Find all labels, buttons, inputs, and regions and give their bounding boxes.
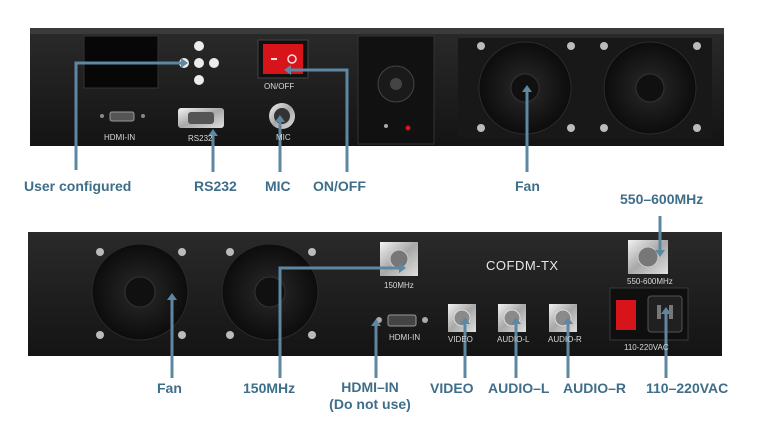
screw-icon	[178, 248, 186, 256]
hdmi-port-icon	[387, 314, 417, 327]
top-chassis-edge	[30, 28, 724, 34]
bottom-fan-right	[221, 243, 319, 341]
right-key-icon	[209, 58, 219, 68]
panel-label-150mhz: 150MHz	[384, 281, 414, 290]
top-fan-left	[458, 38, 592, 138]
screw-icon	[96, 331, 104, 339]
callout-550-600mhz: 550–600MHz	[620, 191, 704, 207]
callout-lines	[74, 61, 668, 378]
arrowhead	[181, 58, 188, 68]
screw-icon	[567, 42, 575, 50]
callout-arrowheads	[167, 58, 671, 326]
audio-l-bnc-icon	[498, 304, 526, 332]
arrowhead	[275, 115, 285, 122]
callout-mic: MIC	[265, 178, 291, 194]
callout-fan-bottom: Fan	[157, 380, 182, 396]
led-red-icon	[405, 125, 411, 131]
screw-icon	[567, 124, 575, 132]
hdmi-port-icon	[109, 111, 135, 122]
panel-label-audio-r: AUDIO-R	[548, 335, 582, 344]
screw-icon	[600, 42, 608, 50]
rs232-socket	[188, 112, 214, 124]
power-switch-icon	[616, 300, 636, 330]
arrowhead	[460, 317, 470, 324]
callout-audio-r: AUDIO–R	[563, 380, 627, 396]
fan-hub	[124, 276, 156, 308]
panel-label-hdmi-in-bottom: HDMI-IN	[389, 333, 421, 342]
callout-150mhz: 150MHz	[243, 380, 296, 396]
callout-hdmi-in: HDMI–IN (Do not use)	[322, 379, 418, 413]
arrowhead	[655, 250, 665, 257]
enter-key-icon	[194, 58, 204, 68]
arrowhead	[511, 317, 521, 324]
on-off-line	[291, 68, 349, 172]
screw-icon	[226, 248, 234, 256]
screw-icon	[600, 124, 608, 132]
device-brand-label: COFDM-TX	[486, 258, 559, 273]
bottom-fan-left	[91, 243, 189, 341]
callout-hdmi-in-line2: (Do not use)	[329, 396, 411, 412]
arrowhead	[167, 293, 177, 300]
screw-icon	[100, 114, 104, 118]
panel-label-power: 110-220VAC	[624, 343, 669, 352]
top-rear-panel	[30, 28, 724, 146]
fan-hub	[254, 276, 286, 308]
screw-icon	[141, 114, 145, 118]
panel-label-on-off: ON/OFF	[264, 82, 295, 91]
led-icon	[384, 124, 388, 128]
switch-circle-mark	[287, 54, 297, 64]
screw-icon	[477, 42, 485, 50]
screw-icon	[693, 124, 701, 132]
arrowhead	[371, 319, 381, 326]
callout-audio-l: AUDIO–L	[488, 380, 550, 396]
screw-icon	[308, 248, 316, 256]
callout-user-configured: User configured	[24, 178, 132, 194]
screw-icon	[693, 42, 701, 50]
callout-110-220vac: 110–220VAC	[646, 380, 729, 396]
arrowhead	[399, 263, 406, 273]
panel-label-hdmi-in: HDMI-IN	[104, 133, 136, 142]
mhz150-line	[278, 266, 399, 378]
socket-pin	[657, 305, 661, 319]
audio-r-bnc-icon	[549, 304, 577, 332]
arrowhead	[208, 129, 218, 136]
screw-icon	[422, 317, 428, 323]
user-configured-line	[74, 61, 181, 170]
fan-hub	[635, 73, 665, 103]
callout-video: VIDEO	[430, 380, 474, 396]
knob-center	[390, 78, 402, 90]
down-key-icon	[194, 75, 204, 85]
panel-label-audio-l: AUDIO-L	[497, 335, 530, 344]
callout-rs232: RS232	[194, 178, 237, 194]
screw-icon	[477, 124, 485, 132]
video-bnc-icon	[448, 304, 476, 332]
screw-icon	[178, 331, 186, 339]
panel-label-550mhz: 550-600MHz	[627, 277, 673, 286]
callout-fan-top: Fan	[515, 178, 540, 194]
screw-icon	[308, 331, 316, 339]
panel-label-mic: MIC	[276, 133, 291, 142]
arrowhead	[284, 65, 291, 75]
connector-core	[637, 246, 659, 268]
screw-icon	[96, 248, 104, 256]
top-fan-right	[590, 38, 712, 138]
switch-line-mark	[271, 58, 277, 60]
panel-label-video: VIDEO	[448, 335, 473, 344]
arrowhead	[522, 85, 532, 92]
up-key-icon	[194, 41, 204, 51]
socket-pin	[669, 305, 673, 319]
callout-on-off: ON/OFF	[313, 178, 366, 194]
callout-hdmi-in-line1: HDMI–IN	[341, 379, 399, 395]
screw-icon	[226, 331, 234, 339]
arrowhead	[661, 307, 671, 314]
panel-label-rs232: RS232	[188, 134, 213, 143]
arrowhead	[563, 317, 573, 324]
